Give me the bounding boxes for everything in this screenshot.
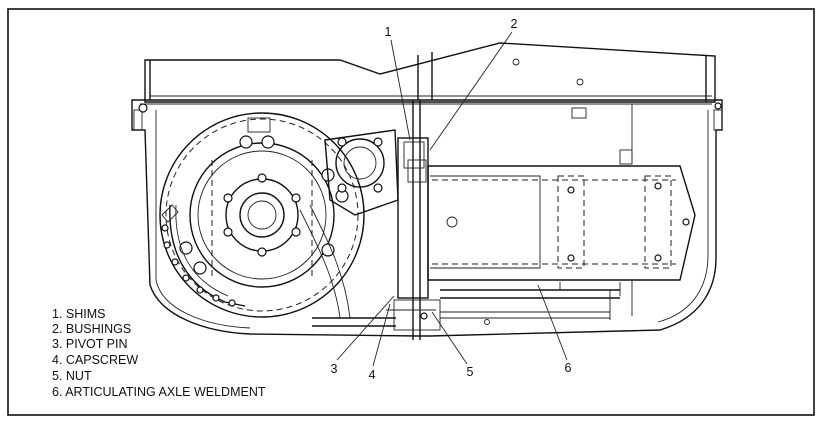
legend-item: 1. SHIMS xyxy=(52,307,106,321)
tensioner-assembly xyxy=(299,129,399,319)
drive-wheel xyxy=(159,112,365,318)
leader-lines xyxy=(336,31,568,367)
axle-weldment xyxy=(427,165,696,281)
legend-item: 2. BUSHINGS xyxy=(52,322,131,336)
callout-4: 4 xyxy=(369,368,376,382)
legend-item: 4. CAPSCREW xyxy=(52,353,138,367)
legend-item: 5. NUT xyxy=(52,369,92,383)
callout-5: 5 xyxy=(467,365,474,379)
drive-chain xyxy=(161,204,246,307)
pivot-plates xyxy=(386,100,441,340)
main-frame xyxy=(131,99,723,337)
right-panel xyxy=(571,104,633,316)
parts-legend: 1. SHIMS 2. BUSHINGS 3. PIVOT PIN 4. CAP… xyxy=(52,307,266,399)
lower-rails xyxy=(312,282,621,327)
upper-housing xyxy=(144,42,716,103)
callout-2: 2 xyxy=(511,17,518,31)
callout-6: 6 xyxy=(565,361,572,375)
figure-border xyxy=(7,8,815,416)
legend-item: 6. ARTICULATING AXLE WELDMENT xyxy=(52,385,266,399)
callout-1: 1 xyxy=(385,25,392,39)
legend-item: 3. PIVOT PIN xyxy=(52,337,128,351)
callout-3: 3 xyxy=(331,362,338,376)
